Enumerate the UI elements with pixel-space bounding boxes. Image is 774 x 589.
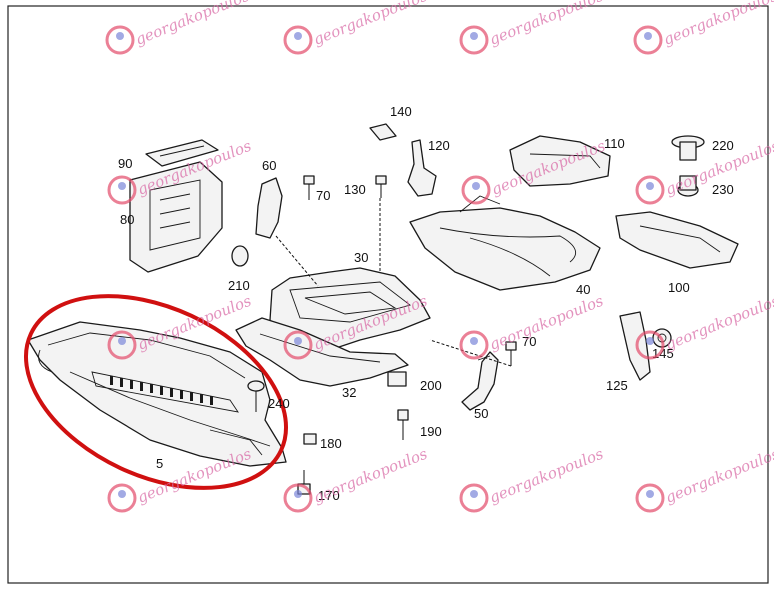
watermark-logo: georgakopoulos: [635, 445, 774, 513]
part-90-upper-strip: [145, 139, 219, 167]
fastener-130: [375, 175, 387, 198]
watermark-text: georgakopoulos: [311, 0, 430, 49]
fastener-70-lower: [505, 341, 517, 366]
watermark-logo: georgakopoulos: [635, 137, 774, 205]
callout-140: 140: [390, 104, 412, 119]
callout-200: 200: [420, 378, 442, 393]
part-50-bracket: [461, 351, 499, 411]
fastener-200: [387, 371, 407, 387]
diagram-frame: [7, 5, 769, 584]
part-120-strut: [407, 139, 437, 197]
part-5-vent-ribs: [110, 376, 213, 405]
watermark-logo: georgakopoulos: [633, 0, 774, 55]
callout-80: 80: [120, 212, 134, 227]
watermark-text: georgakopoulos: [311, 445, 430, 507]
callout-90: 90: [118, 156, 132, 171]
part-80-side-panel: [129, 161, 223, 273]
watermark-text: georgakopoulos: [487, 445, 606, 507]
callout-125: 125: [606, 378, 628, 393]
callout-50: 50: [474, 406, 488, 421]
callout-190: 190: [420, 424, 442, 439]
part-210-grommet: [231, 245, 249, 267]
callout-170: 170: [318, 488, 340, 503]
part-100-rear-shield: [615, 211, 739, 269]
callout-120: 120: [428, 138, 450, 153]
callout-70b: 70: [522, 334, 536, 349]
watermark-logo: georgakopoulos: [459, 0, 606, 55]
part-220-plug: [671, 135, 705, 161]
callout-5: 5: [156, 456, 163, 471]
callout-30: 30: [354, 250, 368, 265]
watermark-logo: georgakopoulos: [105, 0, 252, 55]
part-230-nut: [677, 175, 699, 197]
callout-40: 40: [576, 282, 590, 297]
connector-lines: [275, 198, 512, 367]
callout-230: 230: [712, 182, 734, 197]
part-140-clip: [369, 123, 397, 141]
callout-210: 210: [228, 278, 250, 293]
callout-60: 60: [262, 158, 276, 173]
part-5-highlight-ring: [23, 294, 289, 490]
callout-70a: 70: [316, 188, 330, 203]
callout-180: 180: [320, 436, 342, 451]
watermark-logo: georgakopoulos: [283, 0, 430, 55]
callout-32: 32: [342, 385, 356, 400]
watermark-text: georgakopoulos: [663, 445, 774, 507]
fastener-180: [303, 433, 317, 445]
watermark-logo: georgakopoulos: [283, 445, 430, 513]
part-110-cover: [509, 135, 611, 187]
part-40-transmission-shield: [409, 195, 601, 291]
callout-240: 240: [268, 396, 290, 411]
callout-100: 100: [668, 280, 690, 295]
callout-110: 110: [604, 136, 625, 151]
callout-130: 130: [344, 182, 366, 197]
fastener-170: [297, 470, 311, 495]
callout-labels: 5 30 32 40 50 60 70 70 80 90 100 110 120…: [118, 104, 734, 503]
part-125-mount: [619, 311, 651, 381]
watermark-text: georgakopoulos: [487, 0, 606, 49]
watermark-text: georgakopoulos: [487, 292, 606, 354]
watermark-text: georgakopoulos: [661, 0, 774, 49]
watermark-text: georgakopoulos: [133, 0, 252, 49]
fastener-190: [397, 409, 409, 440]
fastener-70-upper: [303, 175, 315, 200]
watermark-text: georgakopoulos: [663, 292, 774, 354]
part-60-side-bracket: [255, 177, 283, 239]
watermark-logo: georgakopoulos: [459, 445, 606, 513]
fastener-240: [247, 380, 265, 412]
callout-220: 220: [712, 138, 734, 153]
watermark-logo: georgakopoulos: [107, 445, 254, 513]
